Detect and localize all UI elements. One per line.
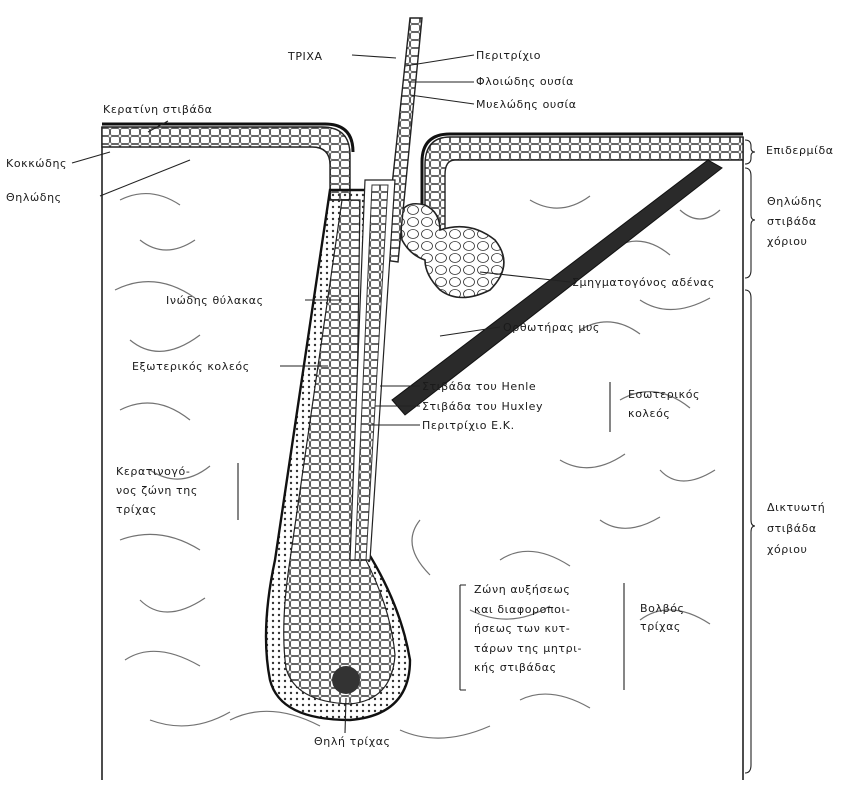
- label-hair-bulb: Βολβός τρίχας: [640, 600, 710, 636]
- growth-zone-line-5: κής στιβάδας: [474, 658, 614, 678]
- growth-zone-line-4: τάρων της μητρι-: [474, 639, 614, 659]
- label-medulla: Μυελώδης ουσία: [476, 98, 577, 111]
- inner-root-sheath-line-1: Εσωτερικός: [628, 385, 718, 404]
- reticular-dermis-line-2: στιβάδα: [767, 518, 849, 539]
- keratogenous-zone-line-3: τρίχας: [116, 500, 231, 519]
- label-cuticle: Περιτρίχιο: [476, 49, 541, 62]
- label-keratogenous-zone: Κερατινογό- νος ζώνη της τρίχας: [116, 462, 231, 519]
- papillary-dermis-line-3: χόριου: [767, 232, 847, 252]
- label-reticular-dermis: Δικτυωτή στιβάδα χόριου: [767, 497, 849, 560]
- label-outer-root-sheath: Εξωτερικός κολεός: [132, 360, 250, 373]
- keratogenous-zone-line-2: νος ζώνη της: [116, 481, 231, 500]
- growth-zone-line-2: και διαφοροποι-: [474, 600, 614, 620]
- hair-papilla-shape: [332, 666, 360, 694]
- hair-follicle: [266, 180, 410, 720]
- label-hair: ΤΡΙΧΑ: [288, 50, 323, 63]
- sebaceous-gland: [400, 204, 504, 298]
- label-inner-root-sheath: Εσωτερικός κολεός: [628, 385, 718, 423]
- growth-zone-line-1: Ζώνη αυξήσεως: [474, 580, 614, 600]
- label-inner-cuticle: Περιτρίχιο Ε.Κ.: [422, 419, 515, 432]
- label-stratum-corneum: Κερατίνη στιβάδα: [103, 103, 213, 116]
- growth-zone-line-3: ήσεως των κυτ-: [474, 619, 614, 639]
- epidermis-left: [102, 124, 353, 200]
- label-fibrous-sheath: Ινώδης θύλακας: [166, 294, 264, 307]
- label-growth-zone: Ζώνη αυξήσεως και διαφοροποι- ήσεως των …: [474, 580, 614, 678]
- label-sebaceous-gland: Σμηγματογόνος αδένας: [572, 276, 715, 289]
- label-arrector-muscle: Ορθωτήρας μυς: [503, 321, 600, 334]
- keratogenous-zone-line-1: Κερατινογό-: [116, 462, 231, 481]
- label-papillary-dermis: Θηλώδης στιβάδα χόριου: [767, 192, 847, 252]
- label-huxley-layer: Στιβάδα του Huxley: [422, 400, 543, 413]
- papillary-dermis-line-2: στιβάδα: [767, 212, 847, 232]
- label-papillary-epidermis: Θηλώδης: [6, 191, 62, 204]
- label-henle-layer: Στιβάδα του Henle: [422, 380, 536, 393]
- label-epidermis: Επιδερμίδα: [766, 144, 834, 157]
- papillary-dermis-line-1: Θηλώδης: [767, 192, 847, 212]
- reticular-dermis-line-1: Δικτυωτή: [767, 497, 849, 518]
- label-cortex: Φλοιώδης ουσία: [476, 75, 574, 88]
- inner-root-sheath-line-2: κολεός: [628, 404, 718, 423]
- label-stratum-granulosum: Κοκκώδης: [6, 157, 67, 170]
- reticular-dermis-line-3: χόριου: [767, 539, 849, 560]
- hair-bulb-line-2: τρίχας: [640, 618, 710, 636]
- hair-bulb-line-1: Βολβός: [640, 600, 710, 618]
- label-hair-papilla: Θηλή τρίχας: [314, 735, 391, 748]
